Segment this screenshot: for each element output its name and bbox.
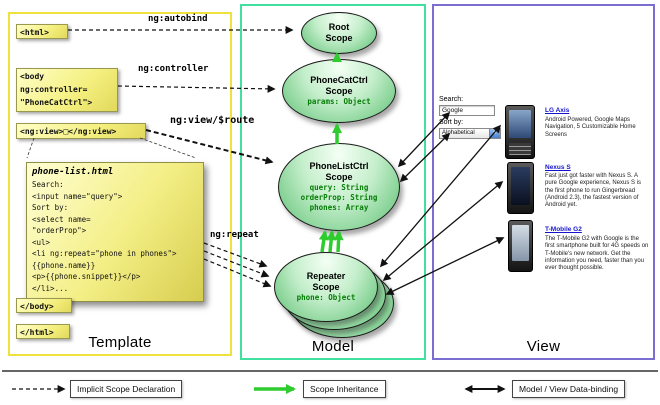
scope-name: Scope [312, 282, 340, 292]
phone-image-tmobile-g2 [508, 220, 533, 272]
phone-description: Fast just got faster with Nexus S. A pur… [545, 173, 642, 209]
phone-link-nexus-s[interactable]: Nexus S [545, 164, 571, 171]
code-line: Sort by: [32, 203, 69, 212]
body-close-tag: </body> [16, 298, 72, 313]
body-open-line: "PhoneCatCtrl"> [20, 98, 93, 107]
phone-description: Android Powered, Google Maps Navigation,… [545, 117, 636, 138]
code-line: Search: [32, 180, 64, 189]
scope-name: Repeater [306, 271, 346, 281]
phone-keyboard [509, 143, 531, 155]
html-close-tag: </html> [16, 324, 70, 339]
ng-view-tag: <ng:view>□</ng:view> [16, 123, 146, 139]
view-panel: Search: Google Sort by: Alphabetical ▾ L… [432, 4, 655, 360]
scope-name: Root [328, 22, 350, 32]
model-panel: Root Scope PhoneCatCtrl Scope params: Ob… [240, 4, 426, 360]
ng-repeat-label: ng:repeat [210, 230, 259, 240]
search-input[interactable]: Google [439, 105, 495, 116]
code-line: <ul> [32, 237, 51, 247]
model-panel-label: Model [311, 338, 355, 355]
sort-select-value: Alphabetical [442, 130, 475, 136]
phone-screen [511, 167, 530, 205]
code-line: {{phone.name}} [32, 260, 96, 270]
sort-label: Sort by: [439, 119, 464, 126]
scope-name: Scope [325, 33, 353, 43]
scope-property: params: Object [307, 97, 371, 106]
ng-autobind-label: ng:autobind [148, 14, 208, 24]
phone-image-nexus-s [507, 162, 534, 214]
search-label: Search: [439, 96, 464, 103]
body-open-line: <body [20, 72, 45, 81]
code-line: <input name="query"> [32, 191, 123, 201]
legend-scope-inheritance: Scope Inheritance [303, 380, 386, 398]
phonelistctrl-scope-ellipse: PhoneListCtrl Scope query: String orderP… [278, 143, 400, 231]
scope-property: query: String [309, 183, 369, 192]
phone-list-note: phone-list.html Search: <input name="que… [26, 162, 204, 302]
code-line: <select name= [32, 214, 91, 224]
code-line: <li ng:repeat="phone in phones"> [32, 249, 177, 258]
view-panel-label: View [526, 338, 561, 355]
sort-select[interactable]: Alphabetical ▾ [439, 128, 501, 139]
ng-view-route-label: ng:view/$route [170, 115, 255, 126]
phone-screen [509, 110, 531, 138]
scope-name: Scope [325, 172, 353, 182]
note-title: phone-list.html [32, 167, 114, 177]
scope-property: phones: Array [309, 203, 369, 212]
phone-image-lg-axis [505, 105, 535, 159]
chevron-down-icon: ▾ [489, 129, 500, 138]
phone-description: The T-Mobile G2 with Google is the first… [545, 236, 649, 272]
body-open-line: ng:controller= [20, 85, 88, 94]
phone-screen [512, 225, 529, 261]
root-scope-ellipse: Root Scope [301, 12, 377, 54]
scope-name: Scope [325, 86, 353, 96]
legend-model-view-data-binding: Model / View Data-binding [512, 380, 626, 398]
code-line: <p>{{phone.snippet}}</p> [32, 272, 141, 281]
body-open-tag: <body ng:controller= "PhoneCatCtrl"> [16, 68, 118, 112]
code-line: </li>... [32, 283, 69, 293]
scope-name: PhoneListCtrl [309, 161, 369, 171]
scope-property: phone: Object [296, 293, 356, 302]
html-open-tag: <html> [16, 24, 68, 39]
code-line: "orderProp"> [32, 226, 87, 235]
legend-implicit-scope-declaration: Implicit Scope Declaration [70, 380, 183, 398]
phonecatctrl-scope-ellipse: PhoneCatCtrl Scope params: Object [282, 59, 396, 123]
template-panel-label: Template [88, 334, 152, 351]
scope-name: PhoneCatCtrl [310, 75, 368, 85]
ng-controller-label: ng:controller [138, 64, 209, 74]
scope-property: orderProp: String [300, 193, 378, 202]
phone-link-lg-axis[interactable]: LG Axis [545, 107, 570, 114]
template-panel: <html> <body ng:controller= "PhoneCatCtr… [8, 12, 232, 356]
phone-link-tmobile-g2[interactable]: T-Mobile G2 [545, 226, 582, 233]
repeater-scope-ellipse: Repeater Scope phone: Object [274, 252, 378, 322]
